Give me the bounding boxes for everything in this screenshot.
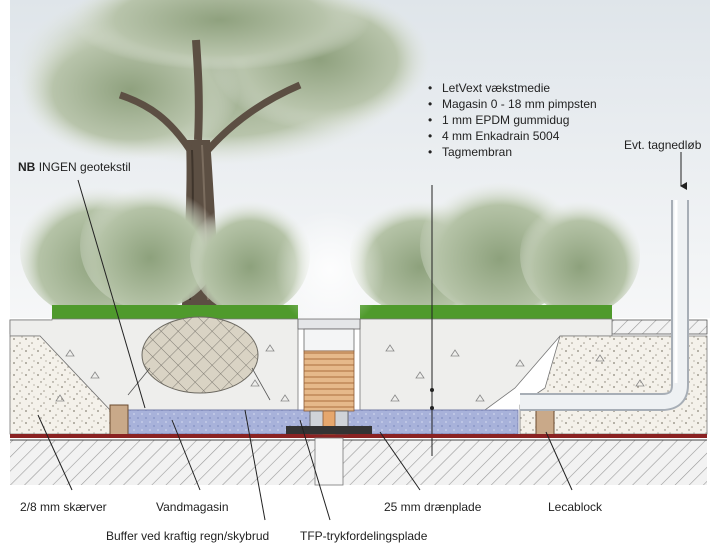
aggregate-mark <box>265 344 275 352</box>
legend-item: 1 mm EPDM gummidug <box>428 112 597 128</box>
tree-canopy <box>15 0 430 165</box>
label-nb-text: INGEN geotekstil <box>38 160 131 174</box>
aggregate-mark <box>595 354 605 362</box>
leader-dot <box>430 406 434 410</box>
shrubs-right <box>350 175 640 315</box>
layer-legend: LetVext vækstmedie Magasin 0 - 18 mm pim… <box>428 80 597 160</box>
aggregate-mark <box>450 349 460 357</box>
label-nb-prefix: NB <box>18 160 36 174</box>
legend-item: LetVext vækstmedie <box>428 80 597 96</box>
drain-pipe-below <box>314 437 344 486</box>
aggregate-mark <box>385 344 395 352</box>
aggregate-mark <box>415 371 425 379</box>
label-buffer: Buffer ved kraftig regn/skybrud <box>106 529 270 543</box>
shrubs-left <box>20 180 310 320</box>
grass-right <box>360 305 612 319</box>
aggregate-mark <box>515 359 525 367</box>
aggregate-mark <box>280 394 290 402</box>
leader-dot <box>430 434 434 438</box>
leader-dot <box>430 388 434 392</box>
legend-item: Tagmembran <box>428 144 597 160</box>
grass-left <box>52 305 298 319</box>
aggregate-mark <box>635 379 645 387</box>
aggregate-mark <box>390 394 400 402</box>
fountain-mist <box>275 210 385 330</box>
label-gravel: 2/8 mm skærver <box>20 500 107 514</box>
label-water-magazine: Vandmagasin <box>156 500 229 514</box>
label-no-geotextile: NB INGEN geotekstil <box>18 160 131 174</box>
label-drain-plate: 25 mm drænplade <box>384 500 482 514</box>
aggregate-mark <box>55 394 65 402</box>
aggregate-mark <box>475 394 485 402</box>
membrane <box>10 434 707 438</box>
net-bag <box>127 316 271 401</box>
drain-column <box>286 318 372 435</box>
concrete-slab <box>10 440 707 485</box>
label-lecablock: Lecablock <box>548 500 603 514</box>
edge-cap-right <box>611 319 708 335</box>
lecablock-left <box>109 404 129 436</box>
legend-item: 4 mm Enkadrain 5004 <box>428 128 597 144</box>
aggregate-mark <box>65 349 75 357</box>
leader-lines <box>37 152 687 521</box>
label-tfp: TFP-trykfordelingsplade <box>300 529 428 543</box>
legend-item: Magasin 0 - 18 mm pimpsten <box>428 96 597 112</box>
rain-pipe <box>520 200 689 411</box>
aggregate-mark <box>250 379 260 387</box>
aggregate-mark <box>90 371 100 379</box>
label-gutter: Evt. tagnedløb <box>624 138 702 152</box>
